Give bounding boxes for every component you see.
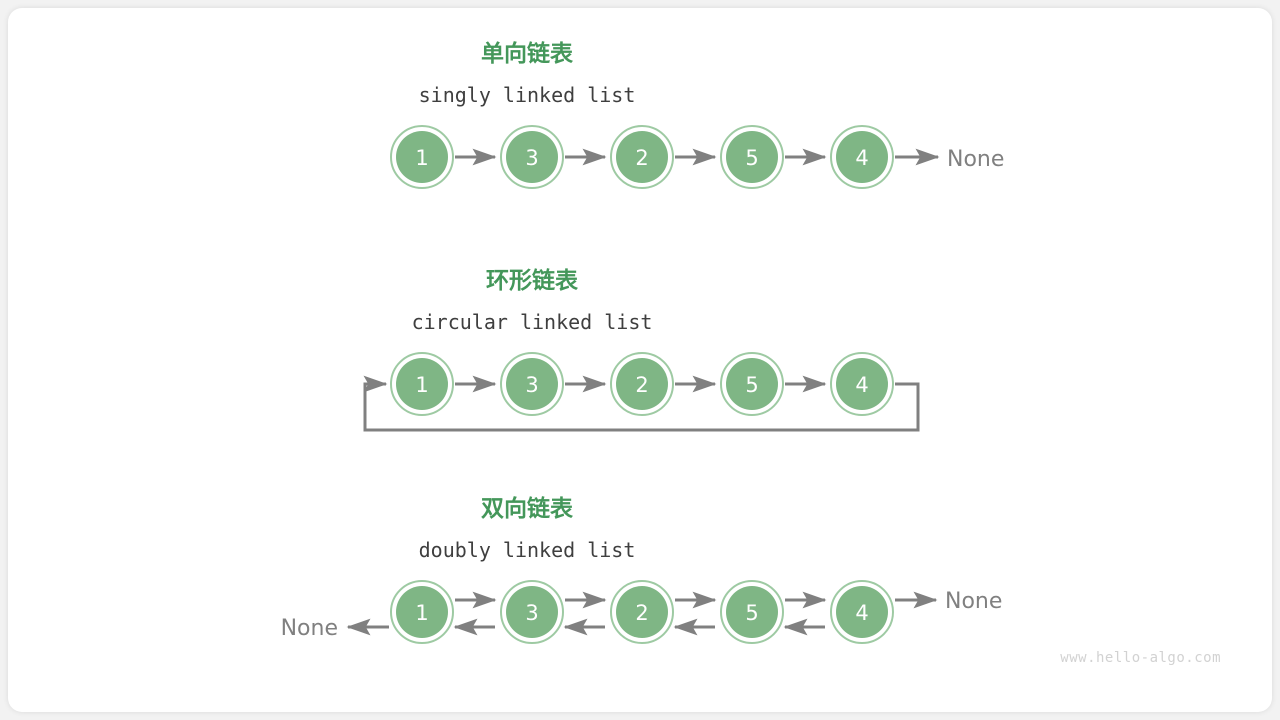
node-label: 1 <box>415 601 428 625</box>
node-label: 4 <box>855 146 868 170</box>
section-circular: 环形链表 circular linked list 1 <box>363 267 920 432</box>
node-singly-3: 5 <box>720 125 784 189</box>
node-circular-0: 1 <box>390 352 454 416</box>
node-label: 5 <box>745 601 758 625</box>
node-label: 5 <box>745 373 758 397</box>
node-circular-1: 3 <box>500 352 564 416</box>
node-singly-2: 2 <box>610 125 674 189</box>
node-circular-4: 4 <box>830 352 894 416</box>
edge-circular-loopback <box>363 375 920 432</box>
node-label: 2 <box>635 601 648 625</box>
node-doubly-4: 4 <box>830 580 894 644</box>
node-label: 3 <box>525 373 538 397</box>
section-title-en-doubly: doubly linked list <box>419 538 636 562</box>
node-label: 4 <box>855 373 868 397</box>
node-label: 2 <box>635 146 648 170</box>
node-doubly-3: 5 <box>720 580 784 644</box>
section-title-cn-circular: 环形链表 <box>486 267 579 294</box>
section-title-cn-singly: 单向链表 <box>481 40 574 67</box>
section-doubly: 双向链表 doubly linked list 1 <box>281 495 1002 644</box>
node-label: 3 <box>525 146 538 170</box>
node-label: 1 <box>415 146 428 170</box>
terminator-none-singly-tail: None <box>947 147 1004 172</box>
node-doubly-1: 3 <box>500 580 564 644</box>
node-singly-4: 4 <box>830 125 894 189</box>
node-label: 3 <box>525 601 538 625</box>
node-label: 2 <box>635 373 648 397</box>
node-doubly-0: 1 <box>390 580 454 644</box>
node-circular-3: 5 <box>720 352 784 416</box>
terminator-none-doubly-tail: None <box>945 589 1002 614</box>
node-singly-1: 3 <box>500 125 564 189</box>
section-title-cn-doubly: 双向链表 <box>481 495 574 522</box>
linked-list-diagram: 单向链表 singly linked list 1 3 <box>281 40 1221 666</box>
section-singly: 单向链表 singly linked list 1 3 <box>390 40 1004 189</box>
section-title-en-singly: singly linked list <box>419 83 636 107</box>
terminator-none-doubly-head: None <box>281 616 338 641</box>
node-circular-2: 2 <box>610 352 674 416</box>
node-label: 5 <box>745 146 758 170</box>
node-label: 4 <box>855 601 868 625</box>
section-title-en-circular: circular linked list <box>412 310 653 334</box>
diagram-card: 单向链表 singly linked list 1 3 <box>8 8 1272 712</box>
node-label: 1 <box>415 373 428 397</box>
node-doubly-2: 2 <box>610 580 674 644</box>
watermark: www.hello-algo.com <box>1060 650 1221 666</box>
node-singly-0: 1 <box>390 125 454 189</box>
